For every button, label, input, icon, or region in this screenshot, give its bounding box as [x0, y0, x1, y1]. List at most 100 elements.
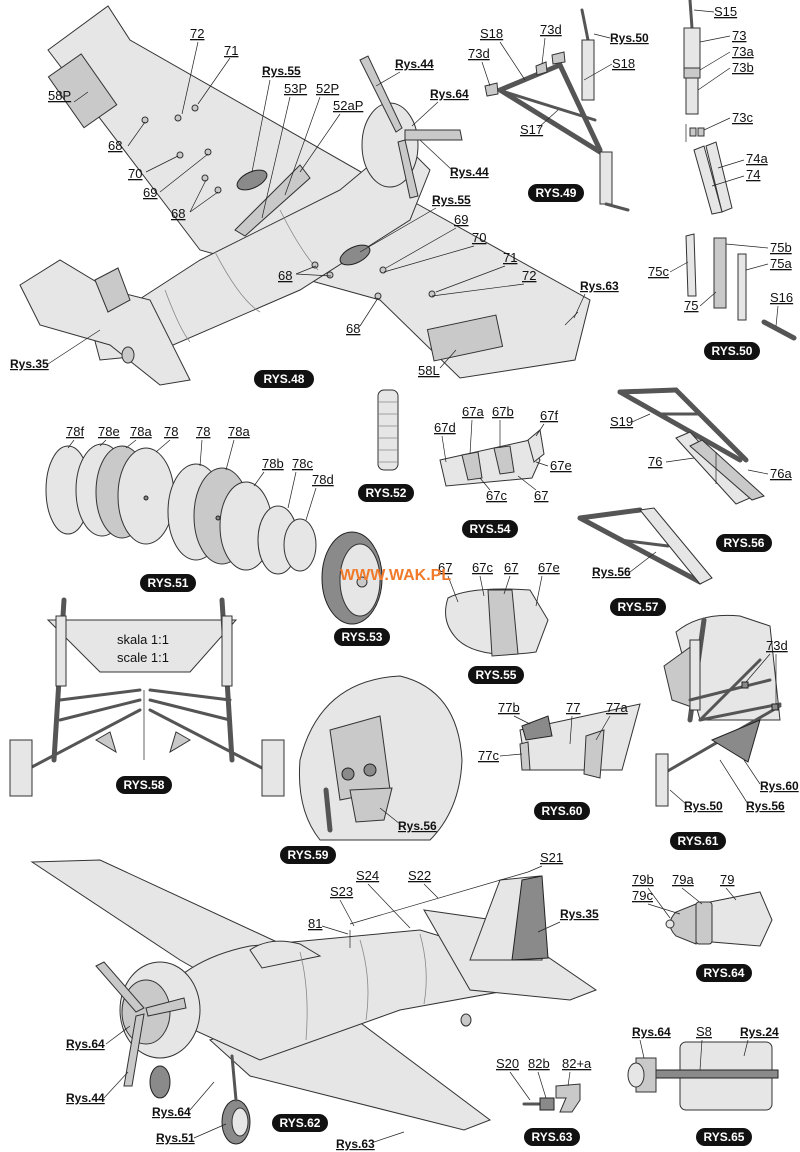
label-58L: 58L: [418, 363, 440, 378]
fig49-shock-rod: [580, 8, 590, 42]
fig50-part-75c: [685, 233, 697, 297]
label-S22-leader: [423, 883, 439, 899]
fig62-prop-blade-up: [95, 961, 145, 1013]
fig50-part-73b: [685, 77, 699, 115]
fig48-aircraft-underside: [19, 5, 591, 386]
label-82b-leader: [537, 1071, 547, 1099]
label-53P: 53P: [284, 81, 307, 96]
fig58-left-absorber: [55, 615, 67, 687]
label-67e-fig55: 67e: [538, 560, 560, 575]
fig53-badge: RYS.53: [334, 628, 390, 646]
ref-rys64-top: Rys.64: [430, 87, 469, 101]
ref-rys63-top: Rys.63: [580, 279, 619, 293]
label-52P: 52P: [316, 81, 339, 96]
fig54-labels: 67a 67b 67f 67d 67e 67c 67: [434, 404, 572, 503]
fig50-part-73a: [683, 67, 701, 79]
label-78f: 78f: [66, 424, 84, 439]
label-75b: 75b: [770, 240, 792, 255]
label-68-c: 68: [278, 268, 292, 283]
label-S20-leader: [509, 1071, 531, 1101]
label-S24-leader: [367, 883, 411, 929]
fig50-part-73c-b: [697, 127, 705, 137]
ref-rys50-fig61: Rys.50: [684, 799, 723, 813]
label-76: 76: [648, 454, 662, 469]
label-78b-leader: [253, 471, 265, 487]
ref-rys60-fig61-leader: [743, 759, 761, 785]
fig48-fitting-h: [311, 261, 319, 269]
label-74a: 74a: [746, 151, 768, 166]
ref-rys56-fig61: Rys.56: [746, 799, 785, 813]
label-67f-fig54: 67f: [540, 408, 558, 423]
label-81-leader: [321, 925, 349, 935]
fig54-end-67f: [527, 429, 545, 463]
label-75: 75: [684, 298, 698, 313]
fig57-labels: Rys.56: [592, 551, 657, 579]
ref-rys50-fig49-leader: [593, 33, 611, 39]
label-73d-fig61-leader: [745, 653, 771, 683]
ref-rys64-fig62-bottom-leader: [189, 1081, 215, 1111]
fig58-left-brace-1: [58, 688, 142, 702]
fig51-hub-left: [143, 495, 149, 501]
fig61-fitting-73d-b: [771, 703, 779, 711]
label-67b-fig54: 67b: [492, 404, 514, 419]
label-S19: S19: [610, 414, 633, 429]
label-67c-fig54-leader: [479, 477, 491, 491]
label-68-a-leader: [127, 121, 146, 147]
fig62-rudder: [511, 875, 549, 961]
label-67a-fig54: 67a: [462, 404, 484, 419]
ref-rys24-fig65: Rys.24: [740, 1025, 779, 1039]
label-78d: 78d: [312, 472, 334, 487]
ref-rys56-fig57: Rys.56: [592, 565, 631, 579]
fig48-fitting-f: [201, 174, 209, 182]
fig65-prop-hub: [627, 1062, 645, 1088]
fig58-left-foot: [9, 739, 33, 797]
fig61-gear-installation: [655, 614, 782, 807]
label-78d-leader: [305, 487, 317, 521]
fig56-strut-left: [617, 389, 743, 463]
label-67-fig55-a-leader: [447, 575, 459, 603]
label-67c-fig55-leader: [479, 575, 485, 597]
label-72-top-leader: [181, 41, 199, 115]
svg-text:RYS.51: RYS.51: [148, 576, 189, 590]
fig58-right-clamp: [169, 731, 191, 754]
label-75b-leader: [725, 243, 769, 249]
label-78-right-leader: [199, 439, 203, 467]
label-70-left-leader: [145, 155, 179, 173]
fig58-labels: skala 1:1 scale 1:1: [117, 632, 169, 665]
ref-rys44-top: Rys.44: [395, 57, 434, 71]
label-74a-leader: [717, 159, 745, 169]
fig56-badge: RYS.56: [716, 534, 772, 552]
fig49-labels: S18 73d 73d Rys.50 S18 S17: [468, 22, 649, 137]
fig48-labels: 72 71 58P 68 70 69 68 Rys.55 53P 52P 52a…: [10, 26, 619, 378]
ref-rys64-fig65-leader: [639, 1039, 645, 1059]
fig59-port-2: [363, 763, 377, 777]
label-71-right: 71: [503, 250, 517, 265]
fig50-part-75: [713, 237, 727, 309]
svg-text:RYS.49: RYS.49: [536, 186, 577, 200]
fig48-seam-1: [214, 251, 261, 313]
label-67f-fig54-leader: [535, 423, 545, 437]
fig51-badge: RYS.51: [140, 574, 196, 592]
fig48-fitting-l: [374, 292, 382, 300]
label-S15: S15: [714, 4, 737, 19]
fig48-fitting-e: [141, 116, 149, 124]
ref-rys44-mid: Rys.44: [450, 165, 489, 179]
fig52-badge: RYS.52: [358, 484, 414, 502]
label-78-left: 78: [164, 424, 178, 439]
fig64-spinner-tip-79b: [665, 919, 675, 929]
label-67e-fig54: 67e: [550, 458, 572, 473]
label-69-right: 69: [454, 212, 468, 227]
label-72-right: 72: [522, 268, 536, 283]
ref-rys55-mid-leader: [359, 207, 437, 253]
fig59-cowling-front: [298, 675, 463, 841]
label-82a-leader: [567, 1071, 571, 1087]
fig48-flap-58P: [47, 53, 118, 129]
fig62-seam-2: [359, 939, 369, 1021]
ref-rys55-mid: Rys.55: [432, 193, 471, 207]
fig59-port-1: [341, 767, 355, 781]
label-78-right: 78: [196, 424, 210, 439]
fig65-badge: RYS.65: [696, 1128, 752, 1146]
label-69-left: 69: [143, 185, 157, 200]
label-S18-left-leader: [499, 41, 526, 81]
